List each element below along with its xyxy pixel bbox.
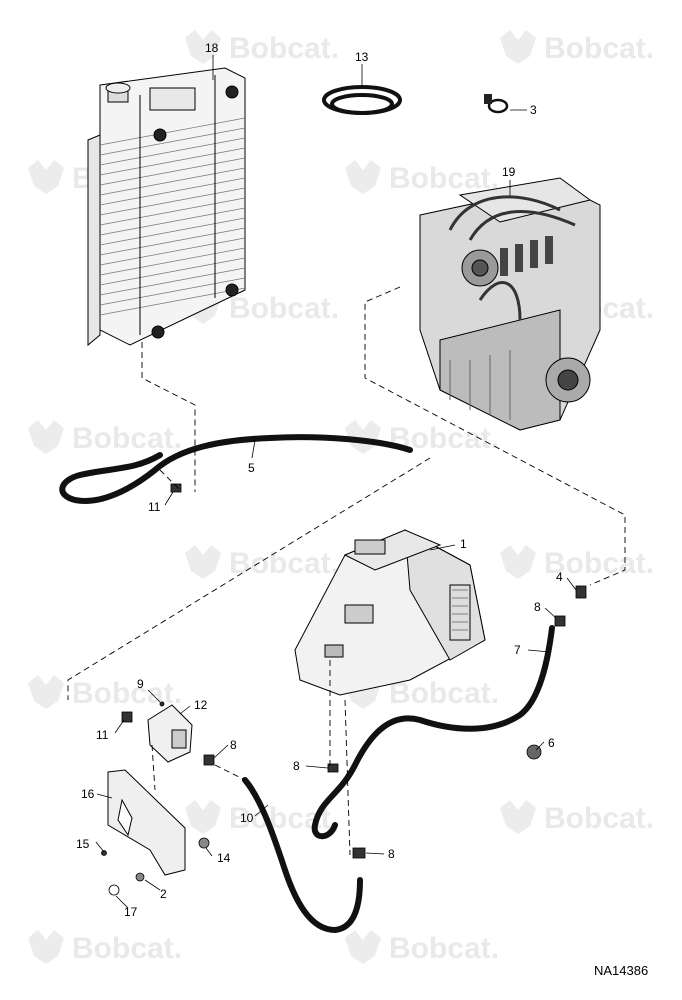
engine-icon xyxy=(419,177,601,431)
callout-11-top: 11 xyxy=(148,500,161,514)
watermark-logo: Bobcat. xyxy=(28,420,182,455)
clamp-icon xyxy=(484,94,509,114)
callout-15: 15 xyxy=(76,837,90,851)
watermark-logo: Bobcat. xyxy=(28,675,182,710)
bobcat-logo-icon xyxy=(185,800,221,834)
watermark-logo: Bobcat. xyxy=(345,930,499,965)
bobcat-logo-icon xyxy=(28,420,64,454)
bobcat-logo-icon xyxy=(345,420,381,454)
hose-7 xyxy=(311,625,555,840)
watermark-text: Bobcat. xyxy=(72,677,182,710)
bobcat-logo-icon xyxy=(28,930,64,964)
watermark-logo: Bobcat. xyxy=(185,545,339,580)
bobcat-logo-icon xyxy=(185,545,221,579)
dashed-connectors xyxy=(67,286,626,856)
callout-3: 3 xyxy=(530,103,537,117)
bobcat-logo-icon xyxy=(28,160,64,194)
watermark-text: Bobcat. xyxy=(544,547,654,580)
watermark-logo: Bobcat. xyxy=(28,930,182,965)
callout-11-bottom: 11 xyxy=(96,728,109,742)
bobcat-logo-icon xyxy=(500,545,536,579)
callout-18: 18 xyxy=(205,41,219,55)
watermark-text: Bobcat. xyxy=(72,932,182,965)
callout-5: 5 xyxy=(248,461,255,475)
watermark-logo: Bobcat. xyxy=(500,30,654,65)
bobcat-logo-icon xyxy=(500,30,536,64)
watermark-logo: Bobcat. xyxy=(500,800,654,835)
callout-14: 14 xyxy=(217,851,231,865)
callout-16: 16 xyxy=(81,787,95,801)
bracket-icon xyxy=(107,769,186,876)
watermark-text: Bobcat. xyxy=(229,547,339,580)
hose-5 xyxy=(59,434,413,504)
callout-9: 9 xyxy=(137,677,144,691)
watermark-text: Bobcat. xyxy=(544,32,654,65)
hose-10 xyxy=(242,777,363,933)
watermark-text: Bobcat. xyxy=(229,32,339,65)
callout-2: 2 xyxy=(160,887,167,901)
coolant-reservoir-icon xyxy=(294,529,486,696)
watermark-text: Bobcat. xyxy=(389,677,499,710)
radiator-icon xyxy=(87,67,246,347)
hose-coil-icon xyxy=(322,85,402,115)
bobcat-logo-icon xyxy=(345,930,381,964)
callout-12: 12 xyxy=(194,698,208,712)
watermark-text: Bobcat. xyxy=(389,932,499,965)
watermark-logo: Bobcat. xyxy=(345,160,499,195)
bobcat-logo-icon xyxy=(500,800,536,834)
callout-4: 4 xyxy=(556,570,563,584)
valve-bracket-icon xyxy=(147,704,193,763)
bobcat-logo-icon xyxy=(185,30,221,64)
fitting-icons xyxy=(101,483,587,896)
watermark-logo: Bobcat. xyxy=(185,30,339,65)
callout-8-d: 8 xyxy=(388,847,395,861)
callout-6: 6 xyxy=(548,736,555,750)
callout-8-b: 8 xyxy=(230,738,237,752)
watermark-logo: Bobcat. xyxy=(500,545,654,580)
watermark-logo: Bobcat. xyxy=(345,420,499,455)
watermark-text: Bobcat. xyxy=(544,802,654,835)
callout-17: 17 xyxy=(124,905,138,919)
callout-13: 13 xyxy=(355,50,369,64)
watermark-text: Bobcat. xyxy=(229,292,339,325)
callout-8-c: 8 xyxy=(293,759,300,773)
watermark-text: Bobcat. xyxy=(72,422,182,455)
leader-lines xyxy=(95,55,577,909)
callout-1: 1 xyxy=(460,537,467,551)
bobcat-logo-icon xyxy=(345,160,381,194)
bobcat-logo-icon xyxy=(28,675,64,709)
callout-8-a: 8 xyxy=(534,600,541,614)
watermark-text: Bobcat. xyxy=(389,162,499,195)
callout-19: 19 xyxy=(502,165,516,179)
callout-7: 7 xyxy=(514,643,521,657)
callout-10: 10 xyxy=(240,811,254,825)
figure-id: NA14386 xyxy=(594,963,648,978)
